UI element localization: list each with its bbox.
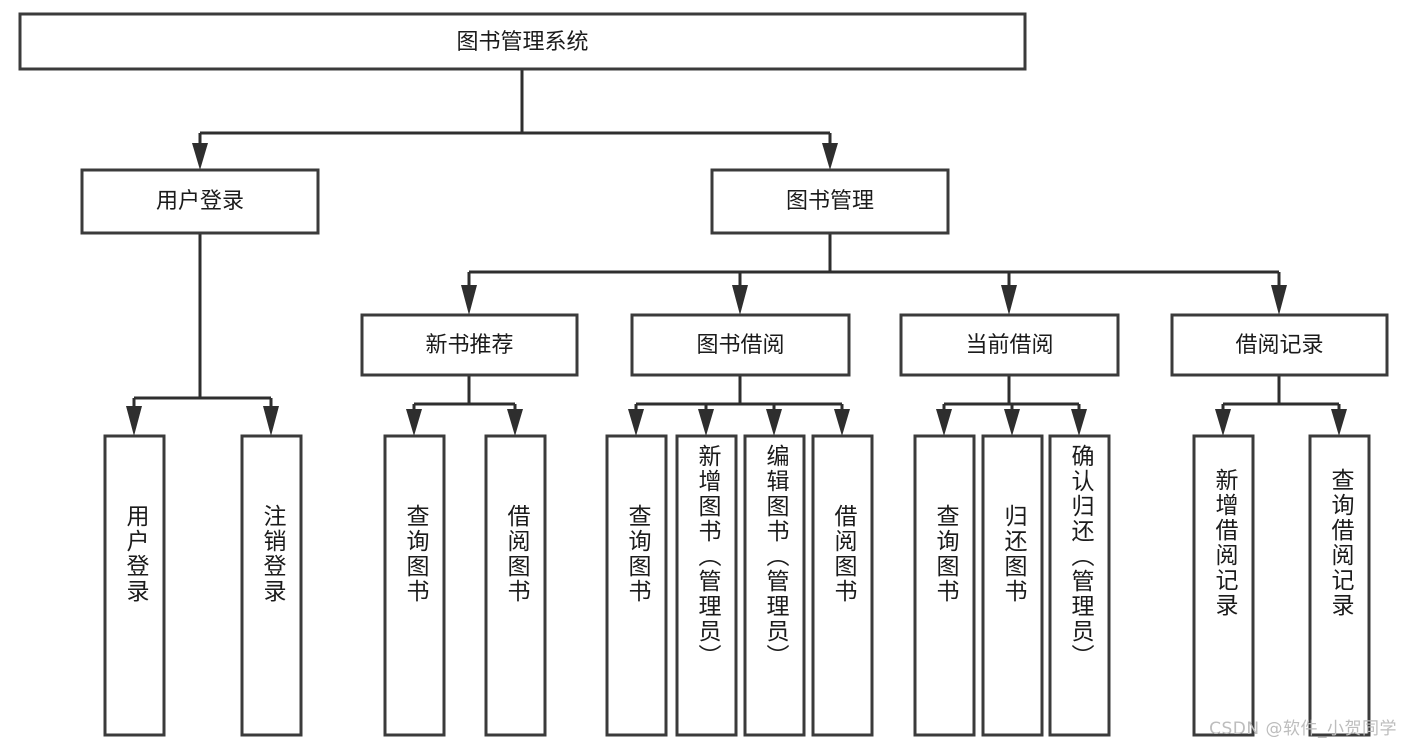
connector-group-current-borrow — [936, 375, 1087, 436]
csdn-watermark: CSDN @软件_小贺同学 — [1209, 719, 1397, 739]
node-box-user-login[interactable] — [80, 168, 320, 235]
arrow-head-leaf-borrow-book — [834, 409, 850, 436]
node-box-new-book-rec[interactable] — [360, 313, 579, 377]
arrow-head-leaf-query-borrow-record — [1331, 409, 1347, 436]
arrow-head-user-login — [192, 143, 208, 170]
node-label-user-login: 用户登录 — [156, 189, 244, 214]
node-box-leaf-borrow-query-book[interactable] — [605, 434, 668, 737]
node-box-leaf-borrow-book[interactable] — [811, 434, 874, 737]
node-new-book-rec[interactable]: 新书推荐 — [360, 313, 579, 377]
arrow-head-leaf-return-book — [1004, 409, 1020, 436]
node-current-borrow[interactable]: 当前借阅 — [899, 313, 1120, 377]
arrow-head-leaf-confirm-return-admin — [1071, 409, 1087, 436]
node-book-manage[interactable]: 图书管理 — [710, 168, 950, 235]
node-box-leaf-user-logout[interactable] — [240, 434, 303, 737]
connector-group-book-manage — [461, 233, 1287, 315]
node-label-book-manage: 图书管理 — [786, 189, 874, 214]
connector-group-book-borrow — [628, 375, 850, 436]
node-box-leaf-confirm-return-admin[interactable] — [1048, 434, 1111, 737]
arrow-head-book-borrow — [732, 285, 748, 315]
connector-group-user-login — [126, 233, 279, 436]
arrow-head-borrow-record — [1271, 285, 1287, 315]
arrow-head-leaf-edit-book-admin — [766, 409, 782, 436]
node-label-root: 图书管理系统 — [456, 30, 588, 55]
connector-group-new-book-rec — [406, 375, 523, 436]
node-box-borrow-record[interactable] — [1170, 313, 1389, 377]
node-box-current-borrow[interactable] — [899, 313, 1120, 377]
arrow-head-leaf-borrow-query-book — [628, 409, 644, 436]
node-label-book-borrow: 图书借阅 — [696, 333, 784, 358]
node-box-leaf-user-login[interactable] — [103, 434, 166, 737]
arrow-head-leaf-add-book-admin — [698, 409, 714, 436]
node-box-book-manage[interactable] — [710, 168, 950, 235]
arrow-head-leaf-user-logout — [263, 406, 279, 436]
arrow-head-book-manage — [822, 143, 838, 170]
node-box-leaf-add-borrow-record[interactable] — [1192, 434, 1255, 737]
arrow-head-leaf-add-borrow-record — [1215, 409, 1231, 436]
node-box-leaf-rec-borrow-book[interactable] — [484, 434, 547, 737]
arrow-head-leaf-cur-query-book — [936, 409, 952, 436]
node-box-leaf-return-book[interactable] — [981, 434, 1044, 737]
node-root[interactable]: 图书管理系统 — [18, 12, 1027, 71]
node-box-leaf-add-book-admin[interactable] — [675, 434, 738, 737]
node-book-borrow[interactable]: 图书借阅 — [630, 313, 851, 377]
arrow-head-leaf-rec-query-book — [406, 409, 422, 436]
node-box-root[interactable] — [18, 12, 1027, 71]
leaf-boxes-group — [103, 434, 1371, 737]
node-label-current-borrow: 当前借阅 — [965, 333, 1053, 358]
arrow-head-leaf-rec-borrow-book — [507, 409, 523, 436]
node-borrow-record[interactable]: 借阅记录 — [1170, 313, 1389, 377]
node-box-book-borrow[interactable] — [630, 313, 851, 377]
node-label-borrow-record: 借阅记录 — [1235, 333, 1323, 358]
node-box-leaf-cur-query-book[interactable] — [913, 434, 976, 737]
arrow-head-current-borrow — [1001, 285, 1017, 315]
arrow-head-new-book-rec — [461, 285, 477, 315]
arrow-head-leaf-user-login — [126, 406, 142, 436]
node-box-leaf-query-borrow-record[interactable] — [1308, 434, 1371, 737]
node-box-leaf-rec-query-book[interactable] — [383, 434, 446, 737]
node-label-new-book-rec: 新书推荐 — [425, 333, 513, 358]
node-box-leaf-edit-book-admin[interactable] — [743, 434, 806, 737]
connector-group-borrow-record — [1215, 375, 1347, 436]
node-user-login[interactable]: 用户登录 — [80, 168, 320, 235]
connector-group-root — [192, 69, 838, 170]
